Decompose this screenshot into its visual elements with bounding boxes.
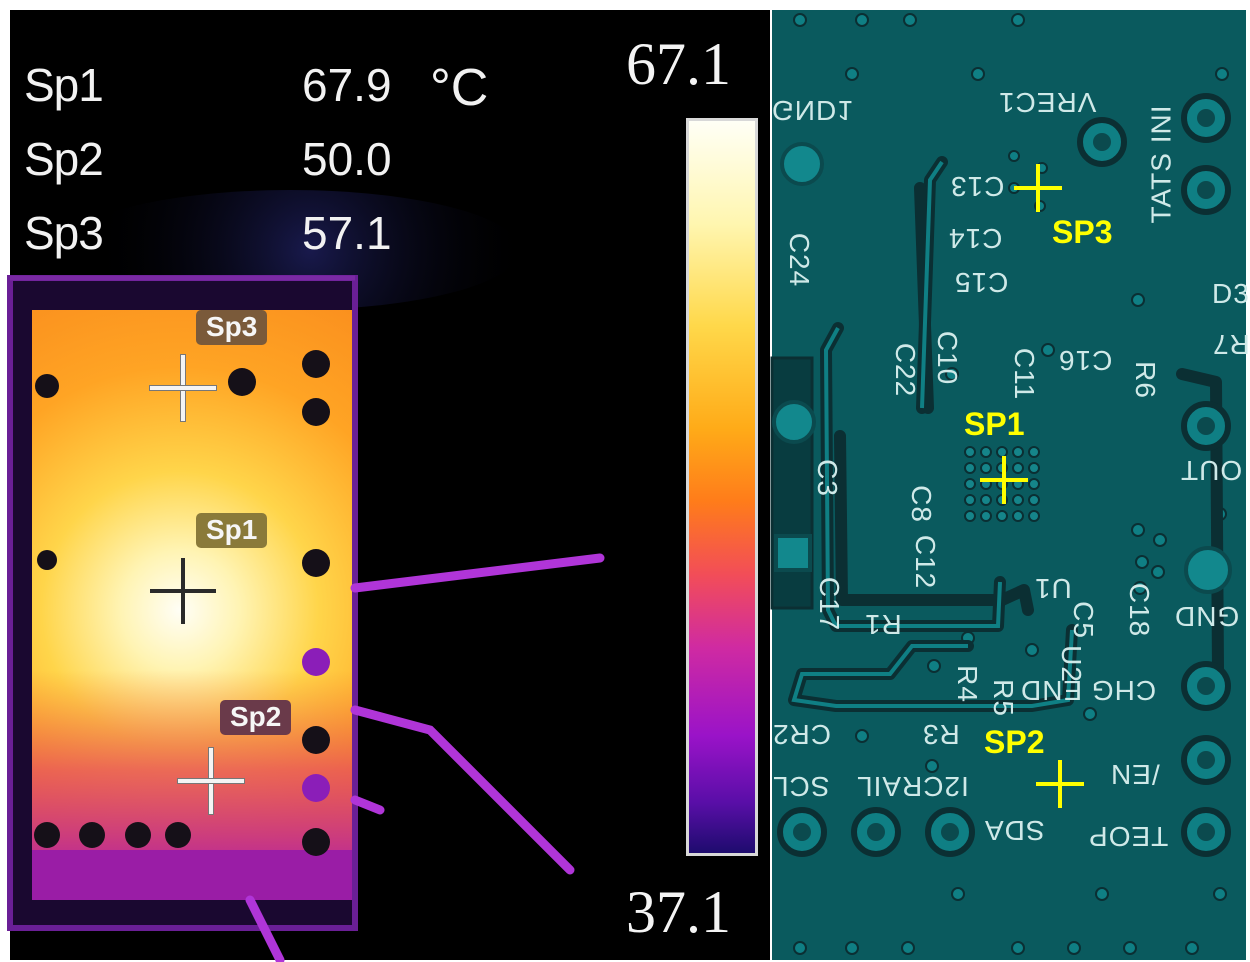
- silk-r3: R3: [922, 719, 960, 750]
- readout-value-sp2: 50.0: [302, 133, 392, 185]
- board-pads: [302, 648, 330, 802]
- silk-teop: TEOP: [1088, 821, 1169, 852]
- pcb-mounting-pads: [772, 142, 1232, 594]
- spot-crosshair-sp1: [150, 558, 216, 624]
- spot-crosshair-sp3: [150, 355, 216, 421]
- silk-u1: U1: [1034, 573, 1072, 604]
- pcb-layout-image: GND1 VREC1 TATS INI C13 C14 C15 C24 C22 …: [770, 10, 1250, 960]
- silk-gnd1: GND1: [772, 95, 854, 126]
- thermal-scene: [7, 10, 770, 962]
- silk-r6: R6: [1129, 361, 1161, 399]
- silk-scl: SCL: [772, 771, 830, 802]
- silk-cr2: CR2: [772, 719, 832, 750]
- silk-c3: C3: [811, 459, 843, 497]
- silk-r7: R7: [1212, 329, 1250, 360]
- silk-r4: R4: [951, 665, 983, 703]
- silk-c16: C16: [1058, 345, 1113, 376]
- readout-unit: °C: [430, 59, 489, 117]
- silk-c18: C18: [1124, 582, 1156, 638]
- silk-c8: C8: [905, 485, 937, 523]
- silk-i2crail: I2CRAIL: [856, 771, 969, 802]
- pcb-vias: [793, 13, 1229, 955]
- spot-tag-sp1: Sp1: [196, 513, 268, 548]
- thermal-image: Sp1 67.9 °C Sp2 50.0 Sp3 57.1 67.1 37.1 …: [7, 10, 770, 962]
- silk-en: /EN: [1110, 759, 1160, 790]
- silk-r5: R5: [987, 679, 1019, 717]
- board-holes: [34, 350, 330, 856]
- scale-max-label: 67.1: [626, 31, 731, 97]
- silk-sda: SDA: [984, 815, 1045, 846]
- silk-c17: C17: [814, 576, 846, 632]
- spot-tag-sp3: Sp3: [196, 310, 268, 345]
- scale-min-label: 37.1: [626, 879, 731, 945]
- readout-value-sp3: 57.1: [302, 207, 392, 259]
- silk-c24: C24: [784, 232, 816, 288]
- readout-value-sp1: 67.9: [302, 59, 392, 111]
- silk-c14: C14: [948, 223, 1003, 254]
- silk-r1: R1: [864, 609, 902, 640]
- readout-label-sp1: Sp1: [24, 59, 104, 111]
- silk-chgend: CHG END: [1020, 675, 1157, 706]
- spot-tag-sp2: Sp2: [220, 700, 292, 735]
- pcb-marker-sp3-label: SP3: [1052, 214, 1113, 250]
- silk-c10: C10: [932, 330, 964, 386]
- spot-crosshair-sp2: [178, 748, 244, 814]
- silk-c12: C12: [910, 534, 942, 590]
- readout-label-sp3: Sp3: [24, 207, 104, 259]
- pcb-marker-sp1-crosshair: [980, 456, 1028, 504]
- silk-out: OUT: [1180, 455, 1243, 486]
- pcb-marker-sp2-crosshair: [1036, 760, 1084, 808]
- pcb-marker-sp1-label: SP1: [964, 406, 1025, 442]
- pcb-artwork: [770, 10, 1246, 960]
- temperature-color-scale: [686, 118, 758, 856]
- silk-tatsini: TATS INI: [1145, 104, 1177, 224]
- pcb-marker-sp3-crosshair: [1014, 164, 1062, 212]
- pcb-marker-sp2-label: SP2: [984, 724, 1045, 760]
- wires: [245, 553, 605, 962]
- silk-c22: C22: [890, 342, 922, 398]
- silk-c5: C5: [1067, 601, 1099, 639]
- silk-c13: C13: [950, 171, 1005, 202]
- readout-label-sp2: Sp2: [24, 133, 104, 185]
- silk-c11: C11: [1009, 347, 1041, 401]
- silk-vrec1: VREC1: [998, 87, 1097, 118]
- silk-d3: D3: [1212, 278, 1250, 309]
- silk-c15: C15: [954, 267, 1009, 298]
- silk-gnd: GND: [1174, 601, 1240, 632]
